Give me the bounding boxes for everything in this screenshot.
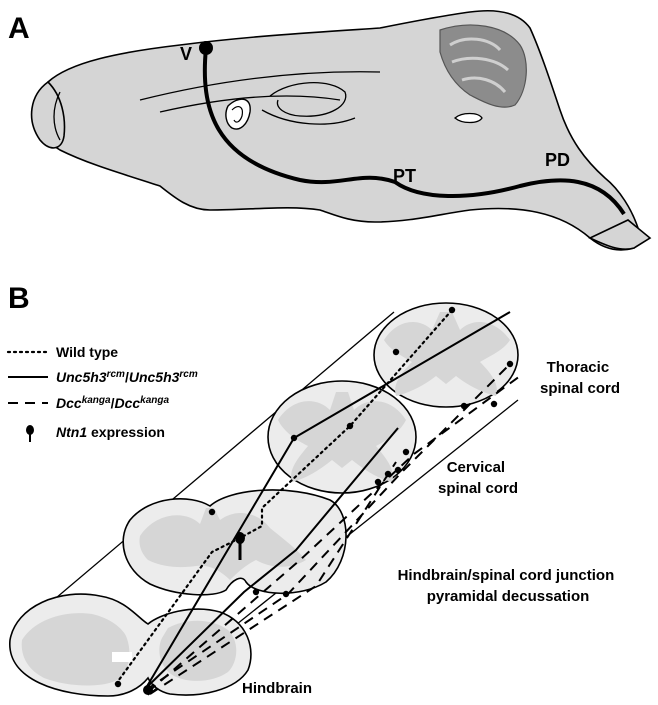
panel-b: B Wild type Unc5h3rcm/Unc5h3rcm Dcckanga… (8, 282, 620, 697)
label-junction: Hindbrain/spinal cord junction pyramidal… (398, 567, 619, 605)
section-hindbrain (10, 594, 251, 696)
label-v: V (180, 44, 192, 64)
label-hindbrain: Hindbrain (242, 680, 312, 697)
legend-label-wild-type: Wild type (56, 344, 118, 360)
legend-swatch-ntn1 (26, 425, 34, 442)
panel-b-letter: B (8, 282, 30, 315)
label-pt: PT (393, 166, 416, 186)
panel-a-letter: A (8, 12, 30, 45)
section-cervical (268, 381, 416, 493)
legend: Wild type Unc5h3rcm/Unc5h3rcm Dcckanga/D… (8, 344, 198, 442)
layer-v-cell-body (199, 41, 213, 55)
brain-sagittal-outline (39, 11, 638, 250)
label-pd: PD (545, 150, 570, 170)
label-cervical: Cervical spinal cord (438, 459, 518, 497)
legend-label-unc5h3: Unc5h3rcm/Unc5h3rcm (56, 369, 198, 386)
legend-label-ntn1: Ntn1 expression (56, 424, 165, 440)
label-thoracic: Thoracic spinal cord (540, 359, 620, 397)
section-junction (123, 490, 346, 595)
legend-label-dcc: Dcckanga/Dcckanga (56, 395, 170, 412)
panel-a: A V PT PD (8, 11, 650, 250)
